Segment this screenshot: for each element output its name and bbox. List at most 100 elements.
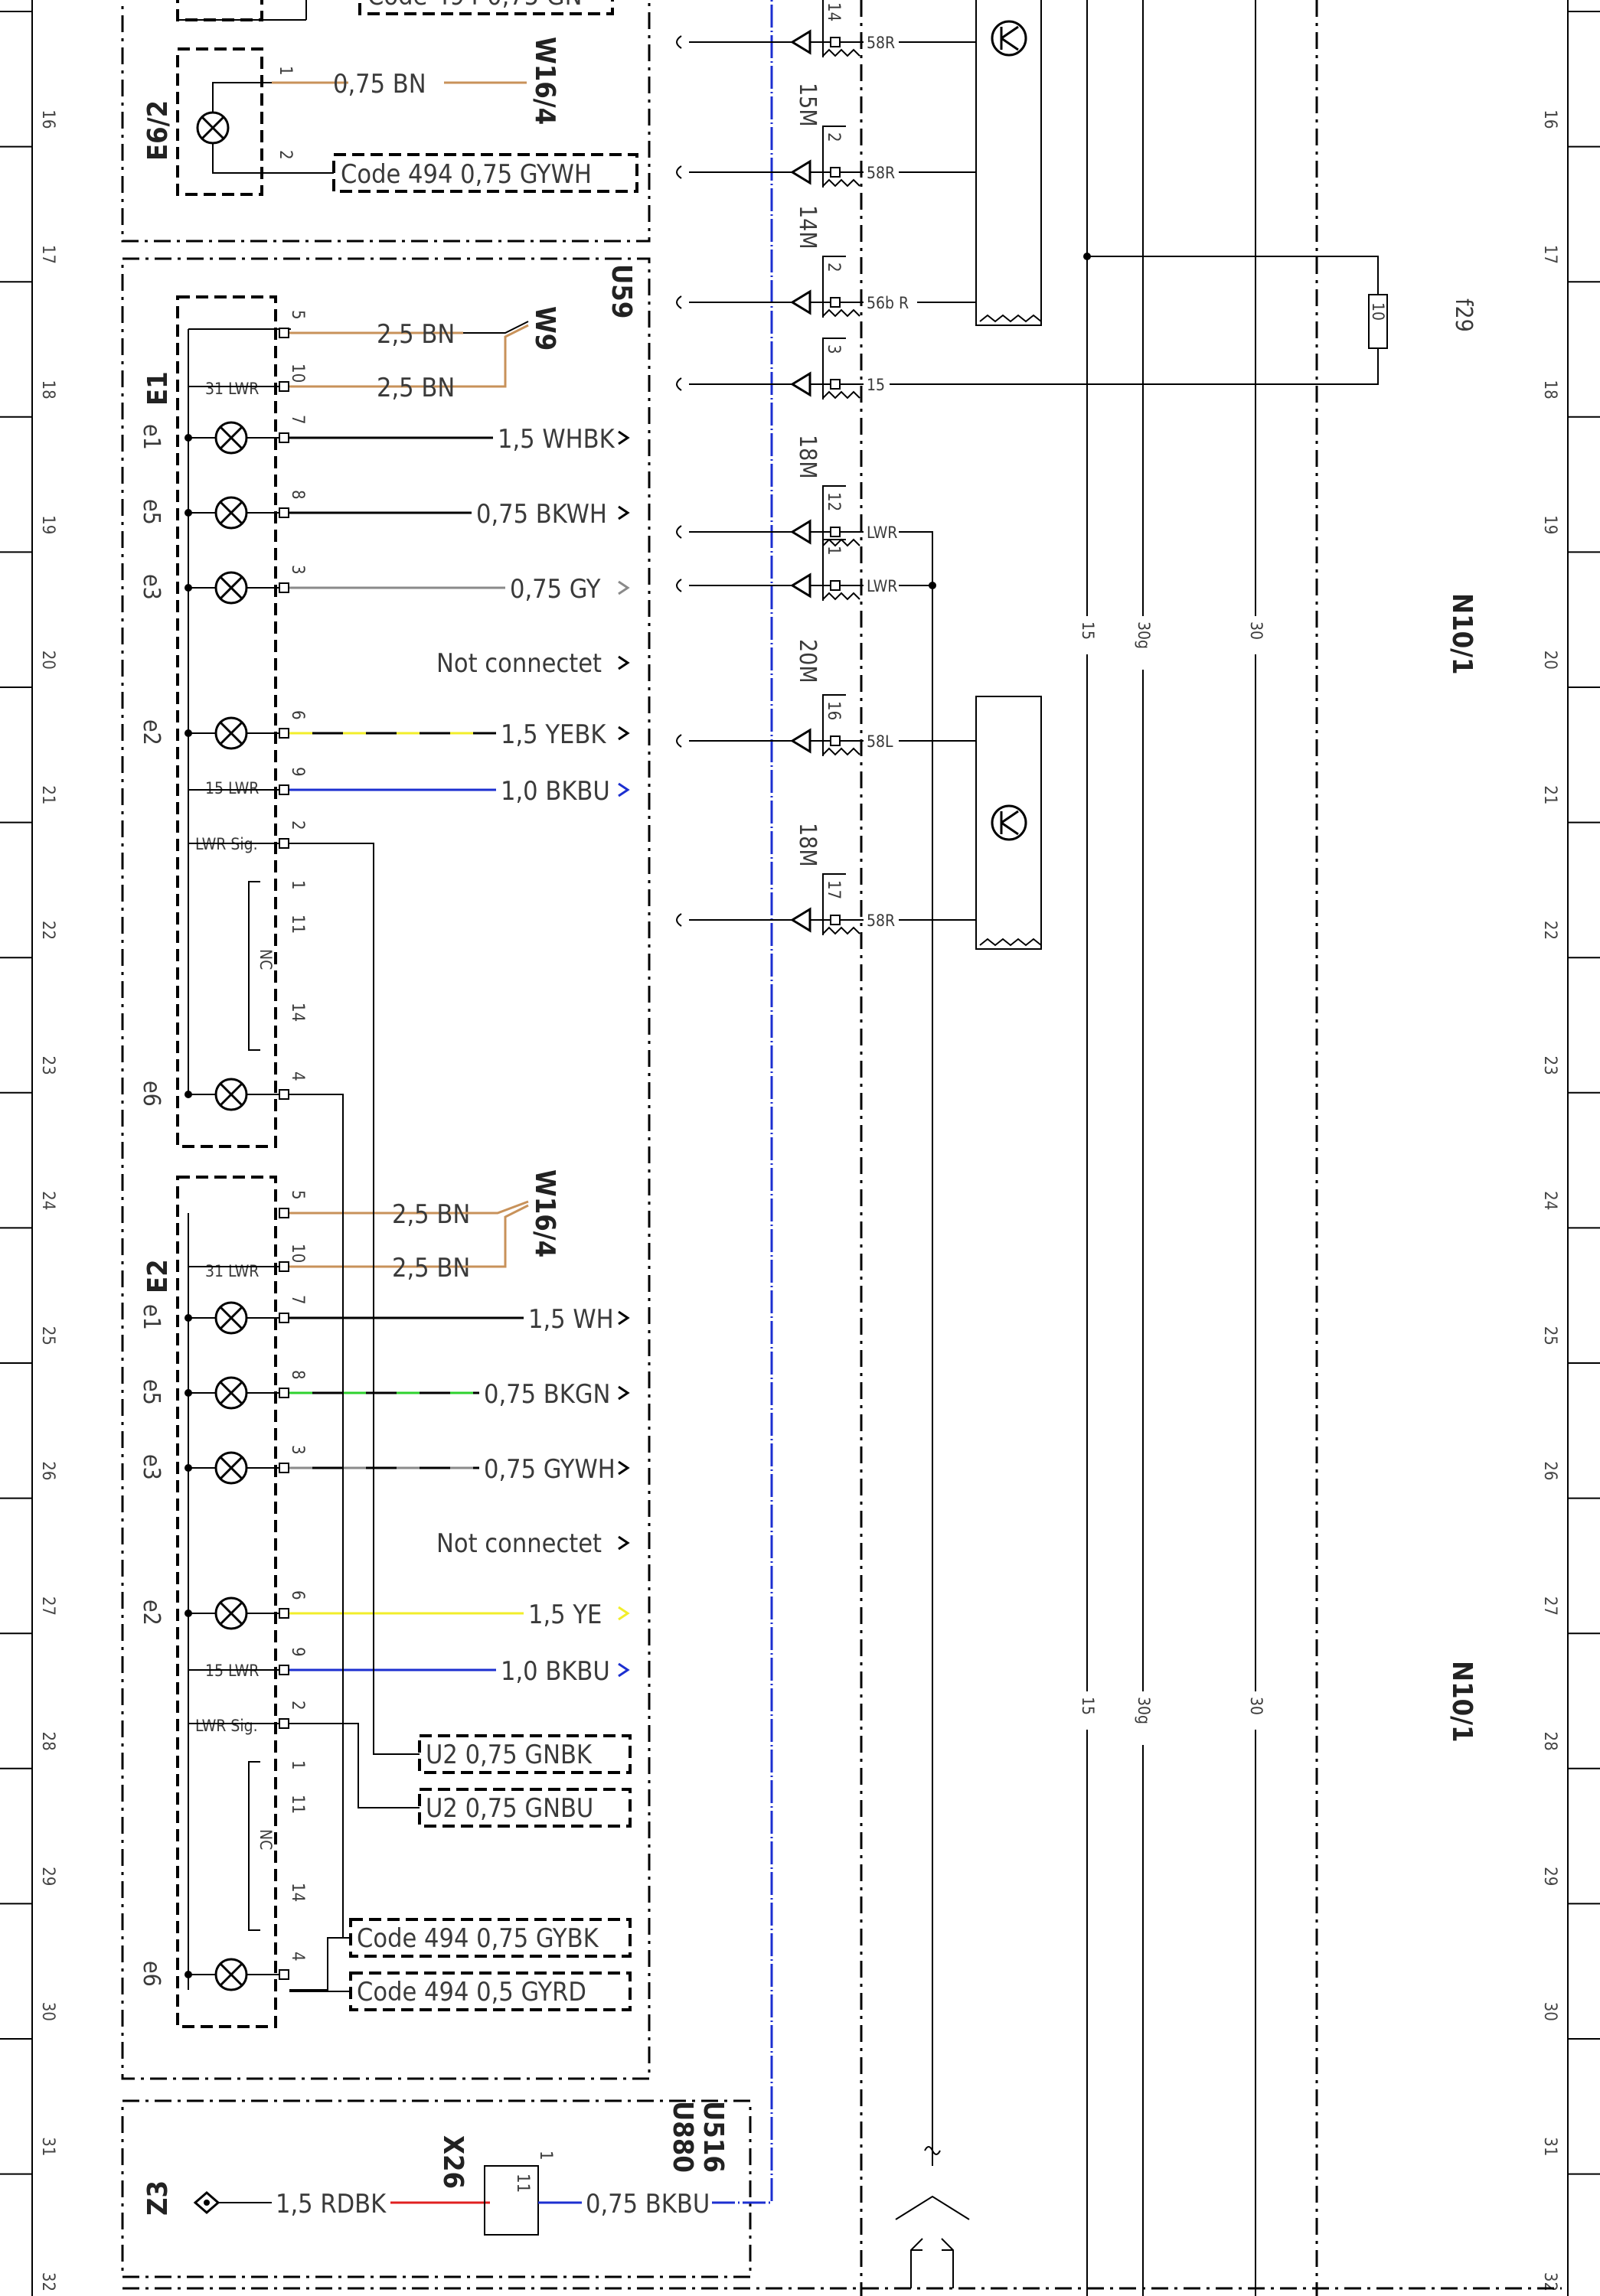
grid-column-number: 17 — [1540, 245, 1559, 264]
svg-text:20M: 20M — [794, 639, 821, 683]
wire-label: 1,5 YEBK — [501, 719, 606, 750]
grid-column-number: 22 — [38, 921, 57, 940]
grid-column-number: 25 — [38, 1326, 57, 1345]
pin-number: 16 — [824, 701, 843, 720]
grid-column-number: 30 — [1540, 2002, 1559, 2021]
grid-column-number: 22 — [1540, 921, 1559, 940]
svg-text:31 LWR: 31 LWR — [205, 1262, 259, 1280]
svg-text:18M: 18M — [794, 435, 821, 479]
lamp-label: e3 — [138, 1454, 165, 1480]
grid-column-number: 18 — [1540, 380, 1559, 400]
grid-column-number: 19 — [38, 515, 57, 534]
pin-number: 9 — [288, 1647, 307, 1657]
lamp-label: e6 — [138, 1961, 165, 1987]
pin-number: 8 — [288, 490, 307, 500]
u880-label: U880 — [667, 2101, 698, 2173]
grid-column-number: 27 — [38, 1596, 57, 1616]
u2-connectors: U2 0,75 GNBK U2 0,75 GNBU Code 494 0,75 … — [289, 843, 632, 2011]
wire-label: 1,5 WHBK — [498, 424, 616, 455]
grid-column-number: 24 — [38, 1191, 57, 1210]
pin-number: 2 — [288, 1701, 307, 1711]
connector-arrow-icon — [790, 519, 811, 545]
wire-label: 0,75 GYWH — [484, 1454, 616, 1485]
pin-number: 6 — [288, 1590, 307, 1600]
pin-number: 7 — [288, 415, 307, 425]
terminal-label: 58L — [867, 732, 893, 751]
terminal-label: 15 — [867, 376, 885, 394]
n10-1-label-a: N10/1 — [1446, 593, 1478, 675]
lamp-label: e6 — [138, 1081, 165, 1107]
pin-number: 12 — [824, 492, 843, 511]
svg-text:11: 11 — [513, 2174, 532, 2193]
wire-label: U2 0,75 GNBU — [426, 1793, 593, 1824]
wire-label: 1,0 BKBU — [501, 776, 610, 807]
pin-number: 3 — [288, 565, 307, 575]
svg-text:LWR Sig.: LWR Sig. — [195, 1717, 258, 1735]
wave-icon — [924, 2146, 941, 2155]
grid-column-number: 26 — [1540, 1461, 1559, 1480]
grid-column-number: 32 — [38, 2272, 57, 2291]
wire-label: Not connectet — [436, 1528, 602, 1559]
arrow-icon — [618, 1460, 630, 1476]
pin-number: 2 — [824, 263, 843, 272]
wire-label: 1,5 WH — [528, 1304, 614, 1335]
e1-headlamp: E1 31 LWR 15 LWR LWR Sig. — [142, 295, 291, 1148]
grid-column-number: 18 — [38, 380, 57, 400]
pin-number: 4 — [288, 1952, 307, 1962]
e1-label: E1 — [142, 371, 174, 406]
grid-column-number: 28 — [1540, 1732, 1559, 1751]
arrow-icon — [618, 505, 630, 520]
svg-text:10: 10 — [1369, 302, 1387, 321]
svg-text:30g: 30g — [1135, 621, 1153, 649]
grid-column-number: 16 — [38, 109, 57, 129]
svg-text:30: 30 — [1247, 621, 1265, 640]
arrow-icon — [618, 580, 630, 595]
pin-number: 14 — [824, 2, 843, 21]
terminal-label: 56b R — [867, 294, 909, 312]
svg-text:1: 1 — [288, 880, 307, 890]
pin-number: 10 — [288, 364, 307, 383]
e2-label: E2 — [142, 1259, 174, 1293]
svg-text:18M: 18M — [794, 823, 821, 867]
svg-text:1: 1 — [288, 1760, 307, 1770]
connector-arrow-icon — [790, 728, 811, 754]
transistor-icon — [991, 804, 1027, 841]
svg-text:31 LWR: 31 LWR — [205, 380, 259, 398]
grid-column-number: 26 — [38, 1461, 57, 1480]
connector-arrow-icon — [790, 289, 811, 315]
pin-number: 4 — [288, 1071, 307, 1081]
antenna-fork-icon — [895, 2195, 970, 2220]
svg-text:15: 15 — [1079, 1697, 1097, 1715]
nc-label: NC — [256, 1829, 275, 1850]
grid-column-number: 24 — [1540, 1191, 1559, 1210]
pin-number: 3 — [824, 344, 843, 354]
grid-column-number: 31 — [38, 2137, 57, 2156]
svg-text:14: 14 — [288, 1003, 307, 1022]
connector-arrow-icon — [790, 371, 811, 397]
z3-module: Z3 U880 U516 X26 1,5 RDBK 1 11 0,75 BKBU — [121, 0, 773, 2278]
wire-label: U2 0,75 GNBK — [426, 1740, 593, 1770]
grid-column-number: 23 — [1540, 1056, 1559, 1075]
transistor-icon — [991, 20, 1027, 57]
arrow-icon — [618, 1606, 630, 1621]
transistor-module-lower — [975, 696, 1042, 950]
lamp-label: e2 — [138, 719, 165, 745]
svg-text:11: 11 — [288, 915, 307, 934]
top-partial-label: Code 494 0,75 GN — [367, 0, 583, 11]
pin-number: 17 — [824, 880, 843, 899]
lamp-label: e3 — [138, 574, 165, 600]
top-partial-box: Code 494 0,75 GN — [176, 0, 614, 21]
lamp-label: e1 — [138, 424, 165, 450]
e6-2-label: E6/2 — [142, 100, 174, 161]
nc-label: NC — [256, 949, 275, 970]
lamp-label: e2 — [138, 1600, 165, 1626]
svg-text:15M: 15M — [794, 83, 821, 127]
w9-label: W9 — [529, 306, 560, 351]
grid-column-number: 16 — [1540, 109, 1559, 129]
power-rails: 15 30g 30 15 30g 30 — [1075, 0, 1268, 2296]
pin-number: 8 — [288, 1370, 307, 1380]
svg-text:14M: 14M — [794, 205, 821, 249]
wire-label: Not connectet — [436, 648, 602, 679]
grid-column-number: 27 — [1540, 1596, 1559, 1616]
